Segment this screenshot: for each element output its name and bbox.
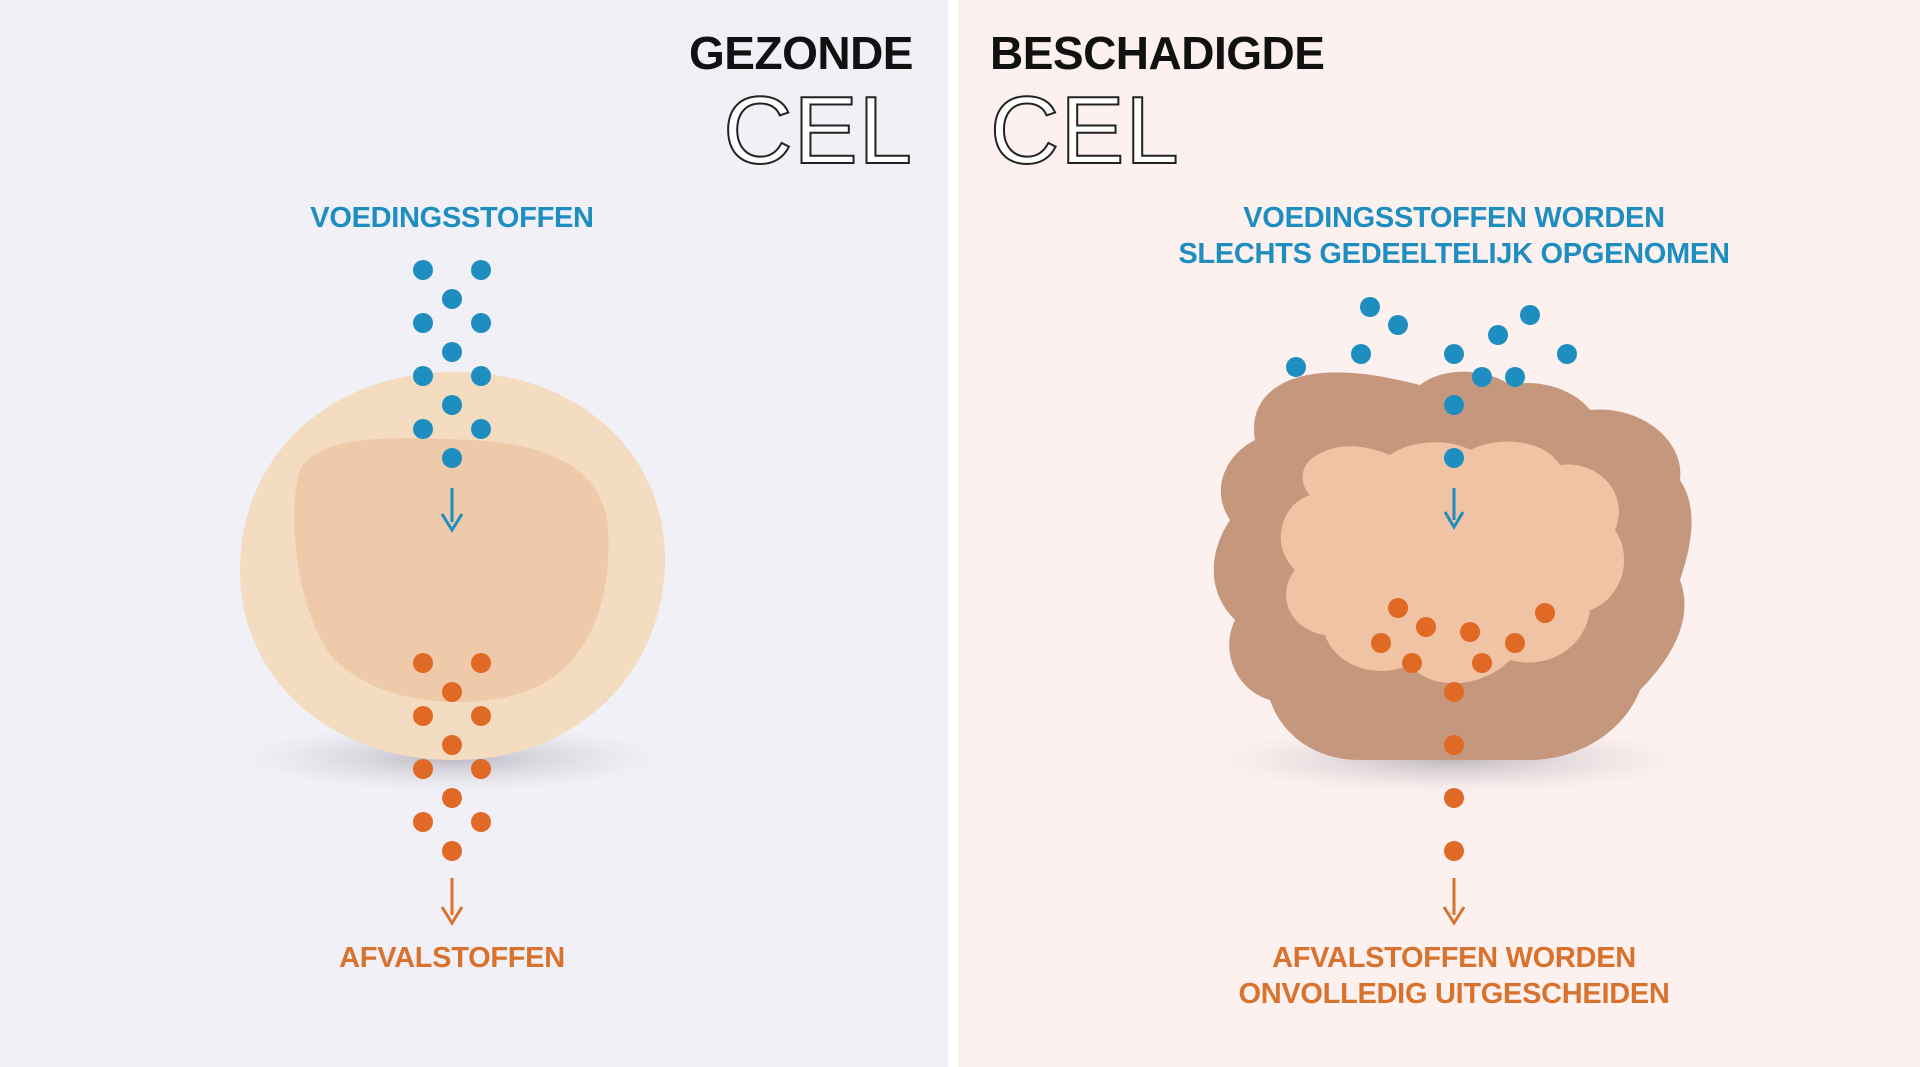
nutrient-dot [442, 448, 462, 468]
waste-dot [442, 735, 462, 755]
nutrient-dot [413, 366, 433, 386]
waste-dot [1535, 603, 1555, 623]
damaged-nutrients-label-line2: SLECHTS GEDEELTELIJK OPGENOMEN [1178, 238, 1730, 270]
nutrient-dot [442, 395, 462, 415]
waste-dot [413, 759, 433, 779]
healthy-nutrient-arrow [440, 488, 464, 533]
waste-dot [1505, 633, 1525, 653]
waste-arrow-head [1442, 906, 1466, 926]
damaged-nutrient-arrow [1443, 488, 1465, 530]
damaged-waste-arrow [1442, 878, 1466, 926]
waste-dot [1371, 633, 1391, 653]
nutrient-arrow-head [1443, 511, 1465, 530]
healthy-nutrients-label: VOEDINGSSTOFFEN [310, 202, 594, 234]
waste-dot [1402, 653, 1422, 673]
waste-dot [471, 653, 491, 673]
nutrient-dot [1472, 367, 1492, 387]
waste-arrow-head [440, 906, 464, 926]
damaged-title-bold: BESCHADIGDE [990, 27, 1325, 79]
waste-dot [1472, 653, 1492, 673]
waste-dot [1444, 682, 1464, 702]
nutrient-arrow-head [440, 513, 464, 533]
damaged-cell-inner [1280, 441, 1625, 684]
nutrient-dot [1444, 448, 1464, 468]
waste-dot [471, 812, 491, 832]
waste-dot [413, 653, 433, 673]
nutrient-dot [1444, 344, 1464, 364]
nutrient-dot [442, 342, 462, 362]
damaged-title-thin: CEL [989, 77, 1180, 184]
waste-dot [471, 759, 491, 779]
waste-dot [442, 788, 462, 808]
healthy-title-thin: CEL [722, 77, 913, 184]
waste-dot [1388, 598, 1408, 618]
healthy-nutrient-dots [413, 260, 491, 468]
waste-dot [471, 706, 491, 726]
healthy-waste-arrow [440, 878, 464, 926]
nutrient-dot [471, 313, 491, 333]
nutrient-dot [1488, 325, 1508, 345]
waste-dot [1416, 617, 1436, 637]
waste-dot [442, 841, 462, 861]
nutrient-dot [1360, 297, 1380, 317]
nutrient-dot [413, 313, 433, 333]
waste-dot [442, 682, 462, 702]
damaged-waste-label-line2: ONVOLLEDIG UITGESCHEIDEN [1238, 978, 1670, 1010]
healthy-cell-inner [294, 438, 609, 703]
nutrient-dot [1520, 305, 1540, 325]
nutrient-dot [1444, 395, 1464, 415]
healthy-title-bold: GEZONDE [689, 27, 913, 79]
nutrient-dot [1505, 367, 1525, 387]
nutrient-dot [471, 366, 491, 386]
nutrient-dot [442, 289, 462, 309]
nutrient-dot [1286, 357, 1306, 377]
nutrient-dot [471, 419, 491, 439]
waste-dot [413, 706, 433, 726]
waste-dot [1444, 735, 1464, 755]
nutrient-dot [1351, 344, 1371, 364]
waste-dot [413, 812, 433, 832]
nutrient-dot [471, 260, 491, 280]
damaged-nutrients-label-line1: VOEDINGSSTOFFEN WORDEN [1243, 202, 1665, 234]
nutrient-dot [413, 260, 433, 280]
nutrient-dot [1388, 315, 1408, 335]
waste-dot [1460, 622, 1480, 642]
healthy-waste-label: AFVALSTOFFEN [339, 942, 565, 974]
nutrient-dot [413, 419, 433, 439]
waste-dot [1444, 841, 1464, 861]
healthy-waste-dots [413, 653, 491, 861]
damaged-waste-label: AFVALSTOFFEN WORDEN ONVOLLEDIG UITGESCHE… [1154, 940, 1754, 1012]
damaged-nutrient-dots [1286, 297, 1577, 468]
nutrient-dot [1557, 344, 1577, 364]
damaged-nutrients-label: VOEDINGSSTOFFEN WORDEN SLECHTS GEDEELTEL… [1154, 200, 1754, 272]
damaged-waste-dots [1371, 598, 1555, 861]
waste-dot [1444, 788, 1464, 808]
damaged-waste-label-line1: AFVALSTOFFEN WORDEN [1272, 942, 1636, 974]
